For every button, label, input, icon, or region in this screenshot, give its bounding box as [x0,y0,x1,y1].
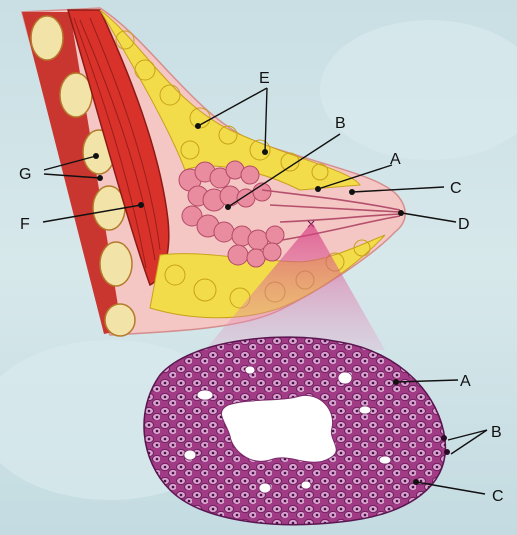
label-lower-a: A [460,373,471,390]
label-upper-g: G [19,166,31,183]
rib [60,73,92,117]
rib [105,304,135,336]
label-upper-d: D [458,216,470,233]
label-lower-b: B [491,424,502,441]
myoepithelial-cell [444,449,450,455]
label-lower-c: C [492,488,504,505]
label-upper-f: F [20,216,30,233]
acinus-lumen [221,395,336,462]
label-upper-c: C [450,180,462,197]
rib [100,242,132,286]
myoepithelial-cell [441,435,447,441]
rib [31,16,63,60]
label-upper-a: A [390,151,401,168]
label-upper-b: B [335,115,346,132]
label-upper-e: E [259,70,270,87]
